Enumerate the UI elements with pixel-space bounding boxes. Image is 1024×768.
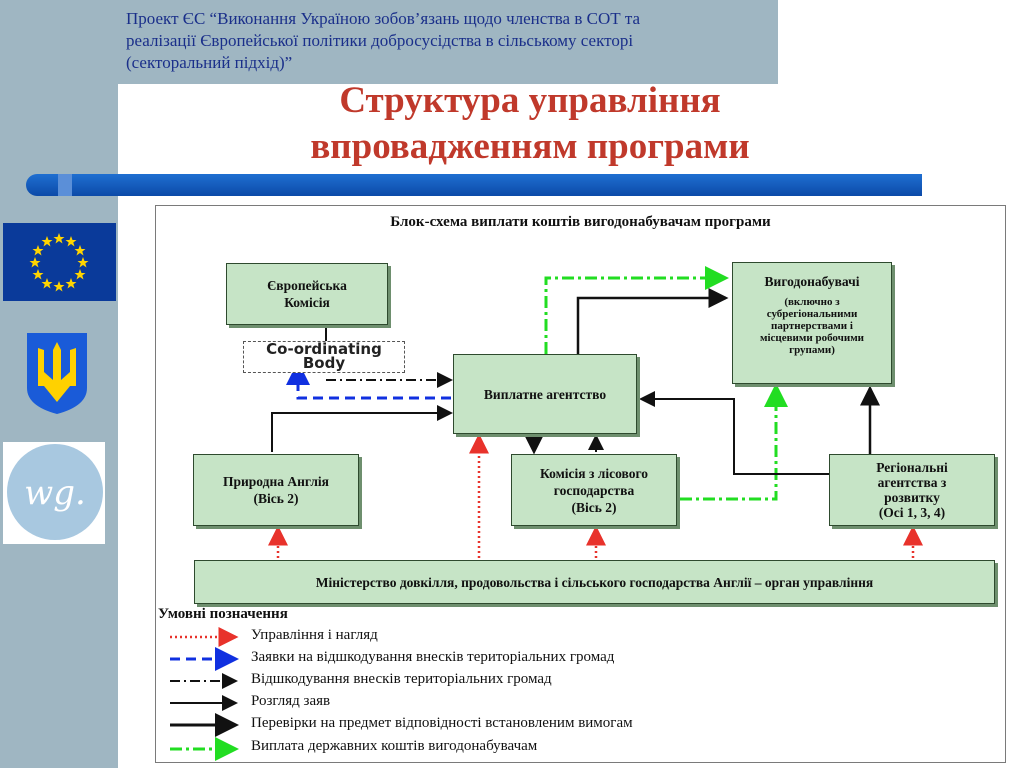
page-title: Структура управління впровадженням прогр…	[150, 78, 910, 170]
payment-line-bottom	[680, 383, 788, 501]
box-forestry-commission: Комісія з лісового господарства (Вісь 2)	[511, 454, 677, 526]
ministry-label: Міністерство довкілля, продовольства і с…	[315, 574, 874, 590]
beneficiaries-sub-2: субрегіональними	[766, 308, 858, 320]
natural-line-2: (Вісь 2)	[253, 491, 299, 506]
beneficiaries-title: Вигодонабувачі	[764, 274, 860, 289]
payment-agency-label: Виплатне агентство	[483, 386, 607, 402]
project-line-3: (секторальний підхід)”	[126, 53, 293, 72]
regional-line-4: (Осі 1, 3, 4)	[878, 505, 946, 520]
title-line-2: впровадженням програми	[310, 126, 750, 167]
claims-line	[286, 361, 451, 400]
beneficiaries-sub-1: (включно з	[784, 296, 840, 308]
box-european-commission: Європейська Комісія	[226, 263, 388, 325]
regional-line-1: Регіональні	[876, 460, 948, 475]
eu-flag-icon	[3, 223, 116, 301]
payment-line-top	[544, 266, 729, 354]
review-line-regional-payment	[639, 391, 831, 475]
regional-line-2: агентства з	[877, 475, 947, 490]
forest-line-2: господарства	[553, 482, 635, 498]
wug-logo-icon: wg.	[3, 442, 105, 544]
flowchart-diagram: Блок-схема виплати коштів вигодонабувача…	[155, 205, 1006, 763]
natural-line-1: Природна Англія	[223, 474, 329, 489]
legend-item-review: Розгляд заяв	[251, 693, 331, 709]
box-coordinating-body: Co-ordinating Body	[243, 341, 405, 373]
review-line-natural-payment	[271, 405, 453, 452]
blue-accent-bar	[26, 174, 922, 196]
ukraine-trident-icon	[22, 328, 92, 416]
forest-line-1: Комісія з лісового	[540, 465, 648, 481]
legend-item-claims: Заявки на відшкодування внесків територі…	[251, 649, 615, 665]
box-beneficiaries: Вигодонабувачі (включно з субрегіональни…	[732, 262, 892, 384]
coord-line-2: Body	[302, 354, 346, 372]
project-line-1: Проект ЄС “Виконання Україною зобов’язан…	[126, 9, 641, 28]
ec-line-2: Комісія	[284, 295, 330, 310]
beneficiaries-sub-5: групами)	[789, 344, 835, 356]
ec-line-1: Європейська	[267, 278, 347, 293]
diagram-title: Блок-схема виплати коштів вигодонабувача…	[390, 214, 771, 230]
legend-item-reimbursement: Відшкодування внесків територіальних гро…	[251, 671, 552, 687]
regional-line-3: розвитку	[884, 490, 940, 505]
forest-line-3: (Вісь 2)	[571, 499, 617, 515]
legend-item-payment: Виплата державних коштів вигодонабувачам	[251, 738, 538, 754]
beneficiaries-sub-3: партнерствами і	[771, 320, 853, 332]
box-ministry: Міністерство довкілля, продовольства і с…	[194, 560, 995, 604]
connector-lines	[170, 266, 923, 761]
blue-bar-highlight	[58, 174, 72, 196]
check-line-payment-beneficiaries	[576, 288, 729, 354]
coord-line-1: Co-ordinating	[266, 340, 382, 358]
top-header-band	[0, 0, 778, 84]
beneficiaries-sub-4: місцевими робочими	[759, 332, 865, 344]
legend-item-management: Управління і нагляд	[251, 627, 378, 643]
box-regional-agencies: Регіональні агентства з розвитку (Осі 1,…	[829, 454, 995, 526]
box-payment-agency: Виплатне агентство	[453, 354, 637, 434]
title-line-1: Структура управління	[339, 80, 721, 121]
beneficiaries-subtitle: (включно з субрегіональними партнерствам…	[760, 296, 864, 356]
project-header: Проект ЄС “Виконання Україною зобов’язан…	[126, 8, 766, 74]
project-line-2: реалізації Європейської політики добросу…	[126, 31, 634, 50]
legend-title: Умовні позначення	[158, 606, 288, 622]
svg-text:wg.: wg.	[24, 473, 86, 513]
legend-item-checks: Перевірки на предмет відповідності встан…	[251, 715, 633, 731]
box-natural-england: Природна Англія (Вісь 2)	[193, 454, 359, 526]
